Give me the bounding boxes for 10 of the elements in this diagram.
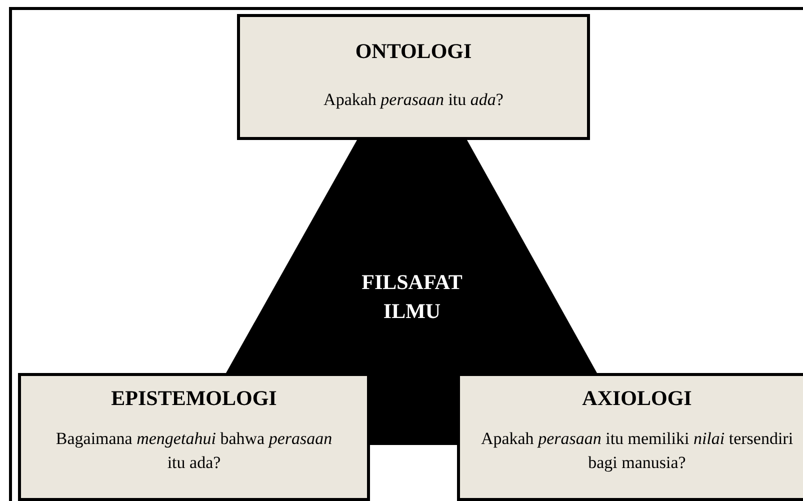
box-heading: AXIOLOGI <box>582 386 692 411</box>
box-question: Apakah perasaan itu ada? <box>324 89 504 111</box>
box-heading: EPISTEMOLOGI <box>111 386 277 411</box>
box-question: Bagaimana mengetahui bahwa perasaan itu ada? <box>54 428 334 474</box>
concept-box <box>457 373 803 501</box>
triangle-label: FILSAFAT ILMU <box>360 269 464 326</box>
concept-box <box>18 373 370 501</box>
box-question: Apakah perasaan itu memiliki nilai tersendiri bagi manusia? <box>480 428 794 474</box>
box-heading: ONTOLOGI <box>355 39 472 64</box>
concept-box <box>237 14 590 140</box>
